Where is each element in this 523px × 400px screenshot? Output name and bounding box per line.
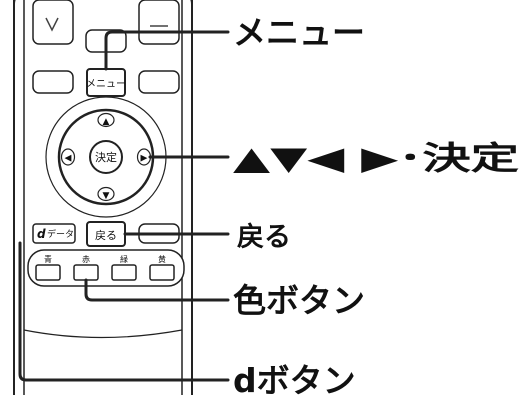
d-button-leader-line (18, 241, 230, 382)
color-buttons-frame (27, 249, 185, 287)
chevron-down-icon (45, 17, 59, 32)
dpad-left-arrow: ◀ (65, 154, 72, 164)
callout-menu: メニュー (233, 13, 365, 52)
menu-row: メニュー (32, 68, 180, 97)
color-buttons-leader-line (84, 278, 230, 302)
green-button[interactable] (111, 264, 137, 281)
channel-down-button[interactable] (32, 0, 74, 45)
dpad-down-arrow: ▼ (103, 191, 110, 201)
red-button[interactable] (73, 264, 99, 281)
menu-row-right-button[interactable] (138, 70, 180, 94)
dpad-up-arrow: ▲ (103, 117, 110, 127)
callout-color-buttons: 色ボタン (233, 281, 365, 320)
dpad-down-button[interactable]: ▼ (97, 186, 115, 202)
menu-button-label: メニュー (86, 79, 126, 90)
dpad: 決定 ▲ ▼ ◀ ▶ (45, 96, 167, 218)
color-label-red: 赤 (82, 255, 90, 264)
back-button-label: 戻る (95, 229, 117, 242)
color-label-blue: 青 (44, 254, 52, 264)
dpad-right-arrow: ▶ (141, 154, 148, 164)
callouts: メニュー ▲▼◀ ▶･決定 戻る 色ボタン dボタン (233, 13, 519, 400)
data-button[interactable] (32, 223, 76, 244)
color-label-green: 緑 (120, 254, 128, 264)
yellow-button[interactable] (149, 264, 175, 281)
callout-d-button: dボタン (233, 361, 356, 395)
callout-arrows-enter: ▲▼◀ ▶･決定 (233, 139, 519, 177)
enter-button-label: 決定 (95, 150, 117, 164)
data-button-prefix: d (37, 227, 46, 241)
dpad-left-button[interactable]: ◀ (60, 148, 76, 166)
data-back-row: d データ 戻る (32, 221, 180, 247)
blue-button[interactable] (35, 264, 61, 281)
dpad-up-button[interactable]: ▲ (97, 112, 115, 128)
menu-leader-line (104, 30, 230, 71)
data-button-label: データ (47, 228, 74, 240)
color-label-yellow: 黄 (158, 254, 166, 264)
callout-back: 戻る (237, 222, 291, 253)
leader-lines (18, 30, 230, 382)
top-right-button[interactable] (138, 0, 180, 45)
color-buttons: 青 赤 緑 黄 (27, 249, 185, 287)
menu-row-left-button[interactable] (32, 70, 74, 94)
enter-button[interactable] (89, 140, 123, 174)
